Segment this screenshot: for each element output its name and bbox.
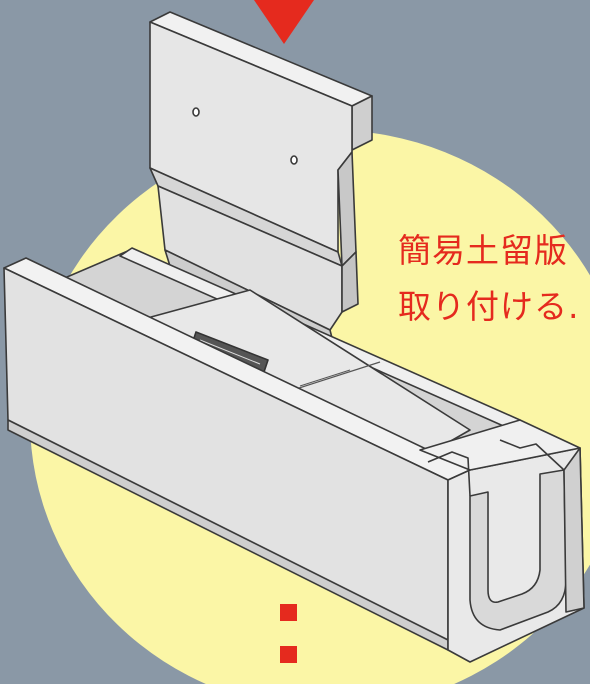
dashed-line-icon bbox=[280, 604, 297, 663]
down-arrow-icon bbox=[254, 0, 314, 44]
caption-line-2: 取り付ける. bbox=[398, 287, 580, 326]
u-channel-block bbox=[3, 247, 585, 663]
caption-line-1: 簡易土留版 bbox=[398, 231, 568, 270]
